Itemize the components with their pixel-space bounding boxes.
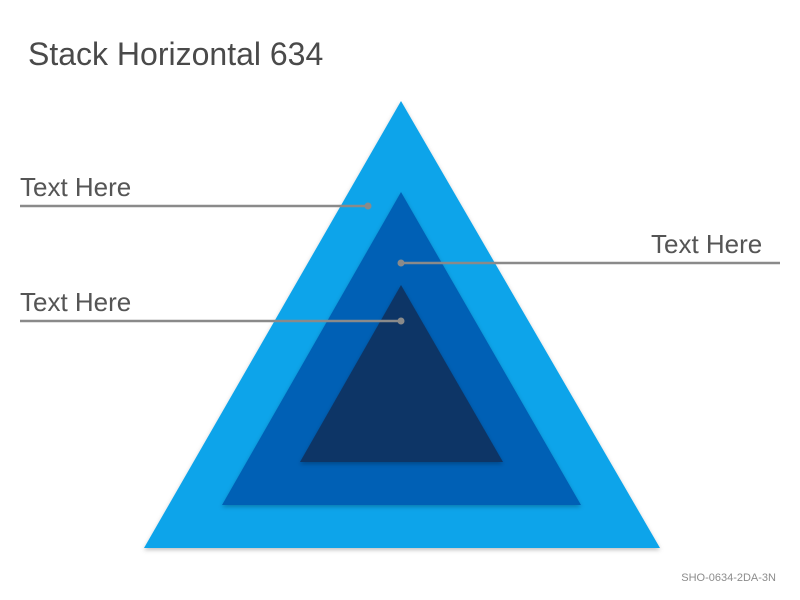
callout-upper-left: Text Here	[20, 172, 132, 202]
slide-title: Stack Horizontal 634	[28, 36, 324, 72]
callout-lower-left: Text Here	[20, 287, 132, 317]
right-leader-dot	[397, 259, 405, 267]
upper-left-leader-dot	[364, 202, 372, 210]
callout-right: Text Here	[651, 229, 763, 259]
lower-left-leader-dot	[397, 317, 405, 325]
footer-code: SHO-0634-2DA-3N	[681, 572, 776, 584]
inner-triangle-layer	[300, 285, 503, 462]
